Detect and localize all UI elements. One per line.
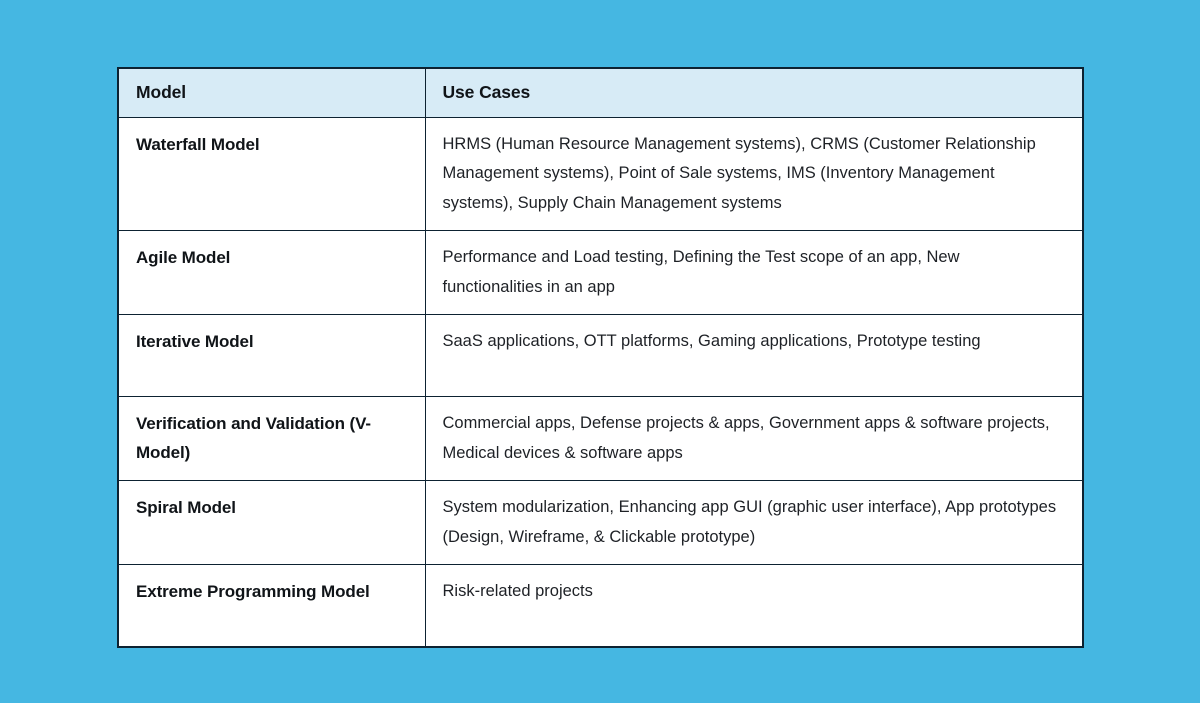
use-cases-cell: HRMS (Human Resource Management systems)…	[424, 116, 1084, 231]
use-cases-cell: System modularization, Enhancing app GUI…	[424, 480, 1084, 565]
column-header-use-cases: Use Cases	[424, 67, 1084, 118]
use-cases-cell: Commercial apps, Defense projects & apps…	[424, 396, 1084, 481]
model-cell: Extreme Programming Model	[117, 564, 426, 647]
model-cell: Spiral Model	[117, 480, 426, 565]
use-cases-cell: Performance and Load testing, Defining t…	[424, 230, 1084, 315]
model-cell: Verification and Validation (V-Model)	[117, 396, 426, 481]
model-cell: Waterfall Model	[117, 116, 426, 231]
model-cell: Agile Model	[117, 230, 426, 315]
column-header-model: Model	[117, 67, 426, 118]
table-row: Verification and Validation (V-Model)Com…	[117, 396, 1084, 481]
model-cell: Iterative Model	[117, 314, 426, 397]
table-header-row: Model Use Cases	[117, 67, 1084, 118]
use-cases-cell: SaaS applications, OTT platforms, Gaming…	[424, 314, 1084, 397]
use-cases-cell: Risk-related projects	[424, 564, 1084, 647]
